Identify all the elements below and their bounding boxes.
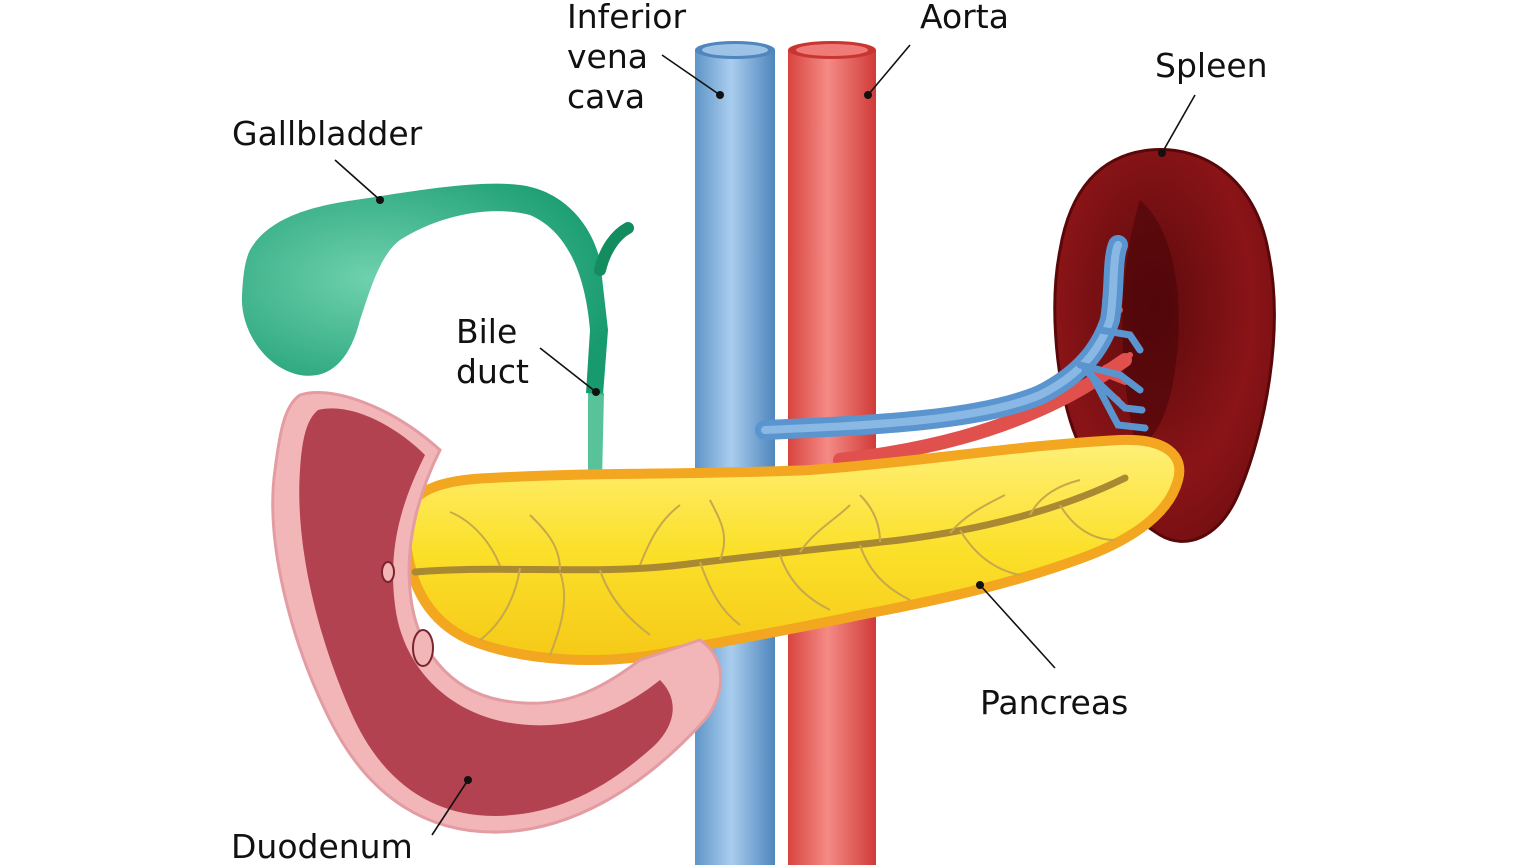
gallbladder xyxy=(241,183,634,395)
inferior-vena-cava xyxy=(695,41,775,865)
gallbladder-label: Gallbladder xyxy=(232,114,423,153)
ivc-label-line3: cava xyxy=(567,77,645,116)
ivc-label-line1: Inferior xyxy=(567,0,686,36)
pancreas xyxy=(399,434,1185,666)
leader-lines xyxy=(334,44,1196,836)
bile-duct-label: Bile duct xyxy=(456,312,529,391)
pancreas-label: Pancreas xyxy=(980,683,1128,722)
ivc-label: Inferior vena cava xyxy=(567,0,697,116)
bile-duct-label-line1: Bile xyxy=(456,312,517,351)
splenic-vessels xyxy=(755,235,1149,467)
aorta-label: Aorta xyxy=(920,0,1009,36)
duodenum xyxy=(271,390,723,834)
bile-duct-label-line2: duct xyxy=(456,352,529,391)
spleen-label: Spleen xyxy=(1155,46,1268,85)
ivc-label-line2: vena xyxy=(567,37,648,76)
duodenum-label: Duodenum xyxy=(231,827,413,865)
